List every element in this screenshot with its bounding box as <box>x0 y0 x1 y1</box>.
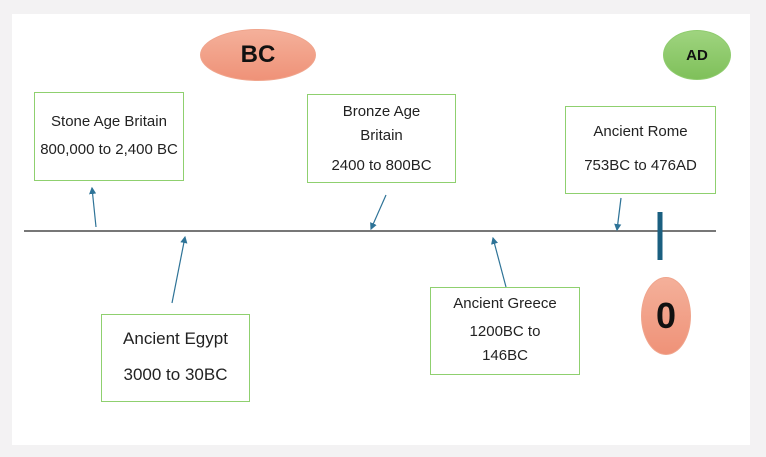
event-title: Ancient Rome <box>593 123 688 140</box>
year-zero-oval: 0 <box>641 277 691 355</box>
arrow-bronze-age <box>370 194 387 231</box>
event-dates: 2400 to 800BC <box>331 156 432 174</box>
ad-label-oval: AD <box>663 30 731 80</box>
arrow-egypt <box>171 235 188 304</box>
event-dates: 800,000 to 2,400 BC <box>40 140 178 158</box>
event-dates: 753BC to 476AD <box>584 157 697 174</box>
event-box-rome: Ancient Rome 753BC to 476AD <box>565 106 716 194</box>
event-box-stone-age: Stone Age Britain 800,000 to 2,400 BC <box>34 92 184 181</box>
event-dates: 3000 to 30BC <box>123 365 228 384</box>
arrow-greece <box>491 236 507 288</box>
event-dates: 1200BC to 146BC <box>469 323 541 364</box>
event-box-egypt: Ancient Egypt 3000 to 30BC <box>101 314 250 402</box>
ad-label: AD <box>686 46 708 64</box>
arrow-stone-age <box>89 186 97 228</box>
bc-label-oval: BC <box>200 29 316 81</box>
event-title: Stone Age Britain <box>51 112 167 130</box>
event-title: Ancient Greece <box>453 295 557 312</box>
arrow-rome <box>614 197 622 232</box>
event-title: Bronze Age Britain <box>342 102 421 144</box>
event-title: Ancient Egypt <box>123 329 228 348</box>
event-box-bronze-age: Bronze Age Britain 2400 to 800BC <box>307 94 456 183</box>
bc-label: BC <box>240 41 276 68</box>
event-box-greece: Ancient Greece 1200BC to 146BC <box>430 287 580 375</box>
year-zero-label: 0 <box>655 295 677 336</box>
